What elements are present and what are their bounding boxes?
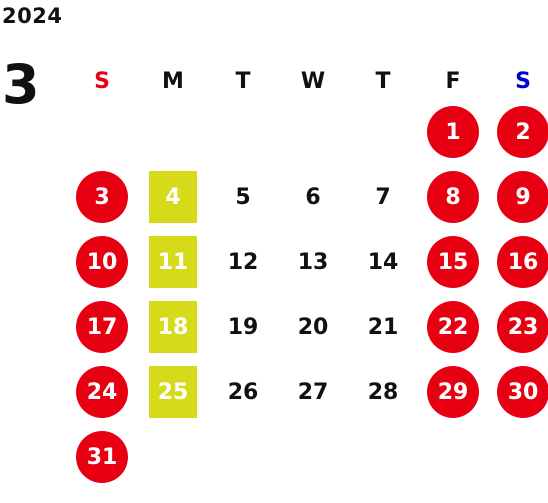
weekday-header-row: S M T W T F S (66, 58, 548, 106)
day-cell-28[interactable]: 28 (367, 379, 399, 405)
weekday-sunday: S (94, 68, 110, 94)
day-cell-24[interactable]: 24 (76, 366, 128, 418)
day-cell-1[interactable]: 1 (427, 106, 479, 158)
empty-day-cell (497, 431, 548, 483)
calendar-week-row: 31 (66, 431, 548, 496)
calendar-month: 3 (2, 53, 40, 116)
day-cell-15[interactable]: 15 (427, 236, 479, 288)
day-cell-26[interactable]: 26 (227, 379, 259, 405)
day-cell-14[interactable]: 14 (367, 249, 399, 275)
empty-day-cell (76, 106, 128, 158)
day-cell-29[interactable]: 29 (427, 366, 479, 418)
day-cell-5[interactable]: 5 (235, 184, 251, 210)
day-cell-9[interactable]: 9 (497, 171, 548, 223)
empty-day-cell (427, 431, 479, 483)
weekday-friday: F (445, 68, 461, 94)
day-cell-10[interactable]: 10 (76, 236, 128, 288)
empty-day-cell (217, 431, 269, 483)
day-cell-31[interactable]: 31 (76, 431, 128, 483)
day-cell-16[interactable]: 16 (497, 236, 548, 288)
calendar-week-row: 10 11 12 13 14 15 16 (66, 236, 548, 301)
day-cell-17[interactable]: 17 (76, 301, 128, 353)
day-cell-22[interactable]: 22 (427, 301, 479, 353)
day-cell-4[interactable]: 4 (149, 171, 197, 223)
weekday-tuesday: T (235, 68, 251, 94)
day-cell-6[interactable]: 6 (305, 184, 321, 210)
weekday-wednesday: W (300, 68, 326, 94)
empty-day-cell (147, 106, 199, 158)
empty-day-cell (287, 106, 339, 158)
day-cell-23[interactable]: 23 (497, 301, 548, 353)
calendar-year: 2024 (2, 4, 63, 28)
weekday-saturday: S (515, 68, 531, 94)
calendar-week-row: 24 25 26 27 28 29 30 (66, 366, 548, 431)
calendar-week-row: 17 18 19 20 21 22 23 (66, 301, 548, 366)
day-cell-27[interactable]: 27 (297, 379, 329, 405)
weekday-thursday: T (375, 68, 391, 94)
empty-day-cell (217, 106, 269, 158)
day-cell-8[interactable]: 8 (427, 171, 479, 223)
day-cell-7[interactable]: 7 (375, 184, 391, 210)
day-cell-30[interactable]: 30 (497, 366, 548, 418)
day-cell-12[interactable]: 12 (227, 249, 259, 275)
empty-day-cell (287, 431, 339, 483)
day-cell-21[interactable]: 21 (367, 314, 399, 340)
weekday-monday: M (162, 68, 184, 94)
empty-day-cell (357, 106, 409, 158)
empty-day-cell (357, 431, 409, 483)
day-cell-25[interactable]: 25 (149, 366, 197, 418)
day-cell-3[interactable]: 3 (76, 171, 128, 223)
day-cell-13[interactable]: 13 (297, 249, 329, 275)
day-cell-19[interactable]: 19 (227, 314, 259, 340)
empty-day-cell (147, 431, 199, 483)
day-cell-18[interactable]: 18 (149, 301, 197, 353)
day-cell-11[interactable]: 11 (149, 236, 197, 288)
day-cell-2[interactable]: 2 (497, 106, 548, 158)
day-cell-20[interactable]: 20 (297, 314, 329, 340)
